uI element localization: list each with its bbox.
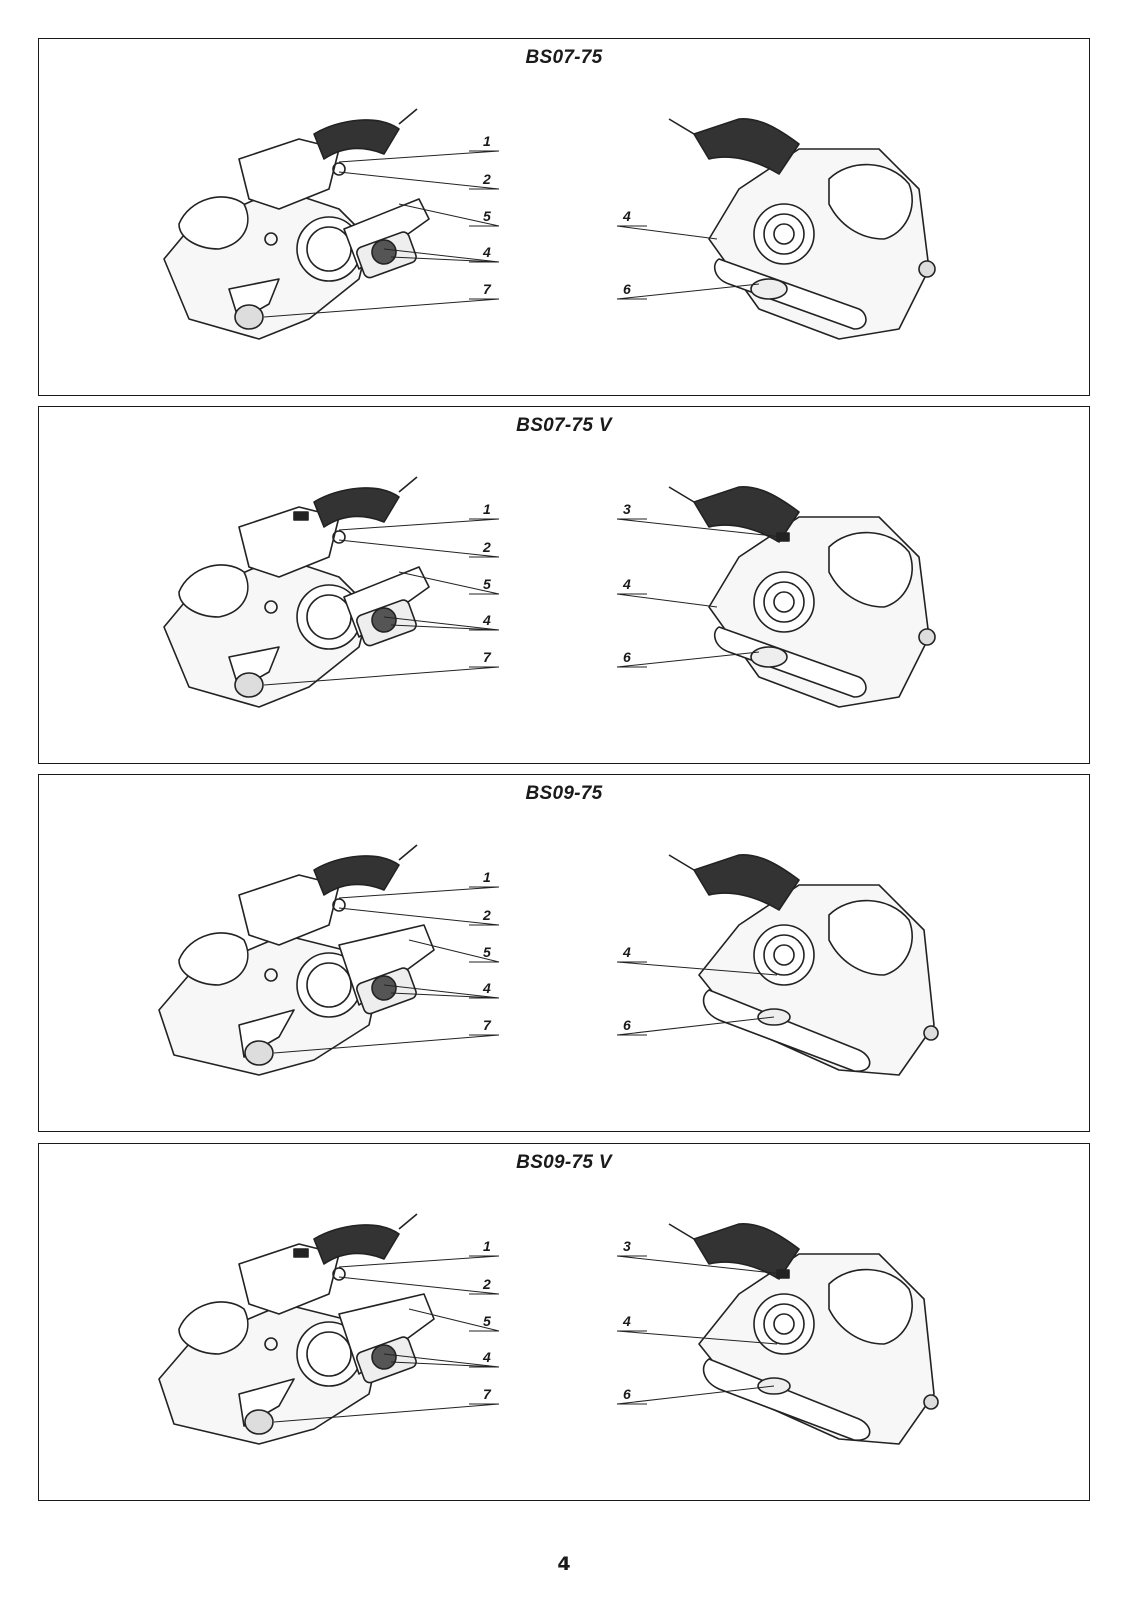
callout-number: 4 xyxy=(482,244,491,260)
panel-drawing: 1 2 5 4 7 3 4 6 xyxy=(163,476,936,708)
callout-number: 4 xyxy=(482,612,491,628)
callout-number: 1 xyxy=(483,1238,491,1254)
figure-panel-bs09-75-v: BS09-75 V xyxy=(38,1143,1090,1501)
callout-number: 4 xyxy=(622,944,631,960)
callout-number: 2 xyxy=(482,539,491,555)
belt-sander-front-view xyxy=(163,476,430,708)
callout-leaders xyxy=(263,518,784,686)
callout-number: 4 xyxy=(622,1313,631,1329)
callout-number: 5 xyxy=(483,576,491,592)
callout-rules xyxy=(469,886,647,1036)
callout-number: 2 xyxy=(482,907,491,923)
callout-rules xyxy=(469,518,647,668)
callout-leaders xyxy=(273,886,778,1054)
belt-sander-rear-view xyxy=(668,118,936,340)
belt-sander-rear-view xyxy=(668,486,936,708)
callout-number: 7 xyxy=(483,649,492,665)
belt-sander-rear-view xyxy=(668,854,939,1076)
panel-drawing: 1 2 5 4 7 4 6 xyxy=(163,108,936,340)
callout-number: 3 xyxy=(623,501,631,517)
callout-number: 7 xyxy=(483,1386,492,1402)
panel-title: BS09-75 xyxy=(525,783,603,804)
callout-number: 1 xyxy=(483,869,491,885)
panel-title: BS07-75 V xyxy=(516,415,612,436)
belt-sander-front-view xyxy=(158,844,435,1076)
callout-number: 1 xyxy=(483,133,491,149)
callout-number: 5 xyxy=(483,1313,491,1329)
callout-leaders xyxy=(263,150,760,318)
belt-sander-rear-view xyxy=(668,1223,939,1445)
panel-drawing: 1 2 5 4 7 4 6 xyxy=(158,844,939,1076)
callout-number: 2 xyxy=(482,171,491,187)
panel-drawing: 1 2 5 4 7 3 4 6 xyxy=(158,1213,939,1445)
page-number: 4 xyxy=(557,1553,571,1575)
callout-number: 7 xyxy=(483,281,492,297)
callout-number: 5 xyxy=(483,944,491,960)
callout-number: 2 xyxy=(482,1276,491,1292)
callout-number: 4 xyxy=(622,208,631,224)
callout-number: 4 xyxy=(482,1349,491,1365)
figure-panel-bs09-75: BS09-75 xyxy=(38,774,1090,1132)
callout-number: 6 xyxy=(623,1017,631,1033)
callout-number: 4 xyxy=(622,576,631,592)
callout-rules xyxy=(469,150,647,300)
callout-number: 6 xyxy=(623,281,631,297)
callout-number: 3 xyxy=(623,1238,631,1254)
callout-rules xyxy=(469,1255,647,1405)
callout-leaders xyxy=(273,1255,784,1423)
belt-sander-front-view xyxy=(158,1213,435,1445)
panel-title: BS07-75 xyxy=(525,47,603,68)
callout-number: 6 xyxy=(623,649,631,665)
callout-number: 5 xyxy=(483,208,491,224)
callout-number: 4 xyxy=(482,980,491,996)
belt-sander-front-view xyxy=(163,108,430,340)
callout-number: 7 xyxy=(483,1017,492,1033)
callout-number: 6 xyxy=(623,1386,631,1402)
figure-panel-bs07-75: BS07-75 xyxy=(38,38,1090,396)
figure-panel-bs07-75-v: BS07-75 V xyxy=(38,406,1090,764)
panel-title: BS09-75 V xyxy=(516,1152,612,1173)
callout-number: 1 xyxy=(483,501,491,517)
